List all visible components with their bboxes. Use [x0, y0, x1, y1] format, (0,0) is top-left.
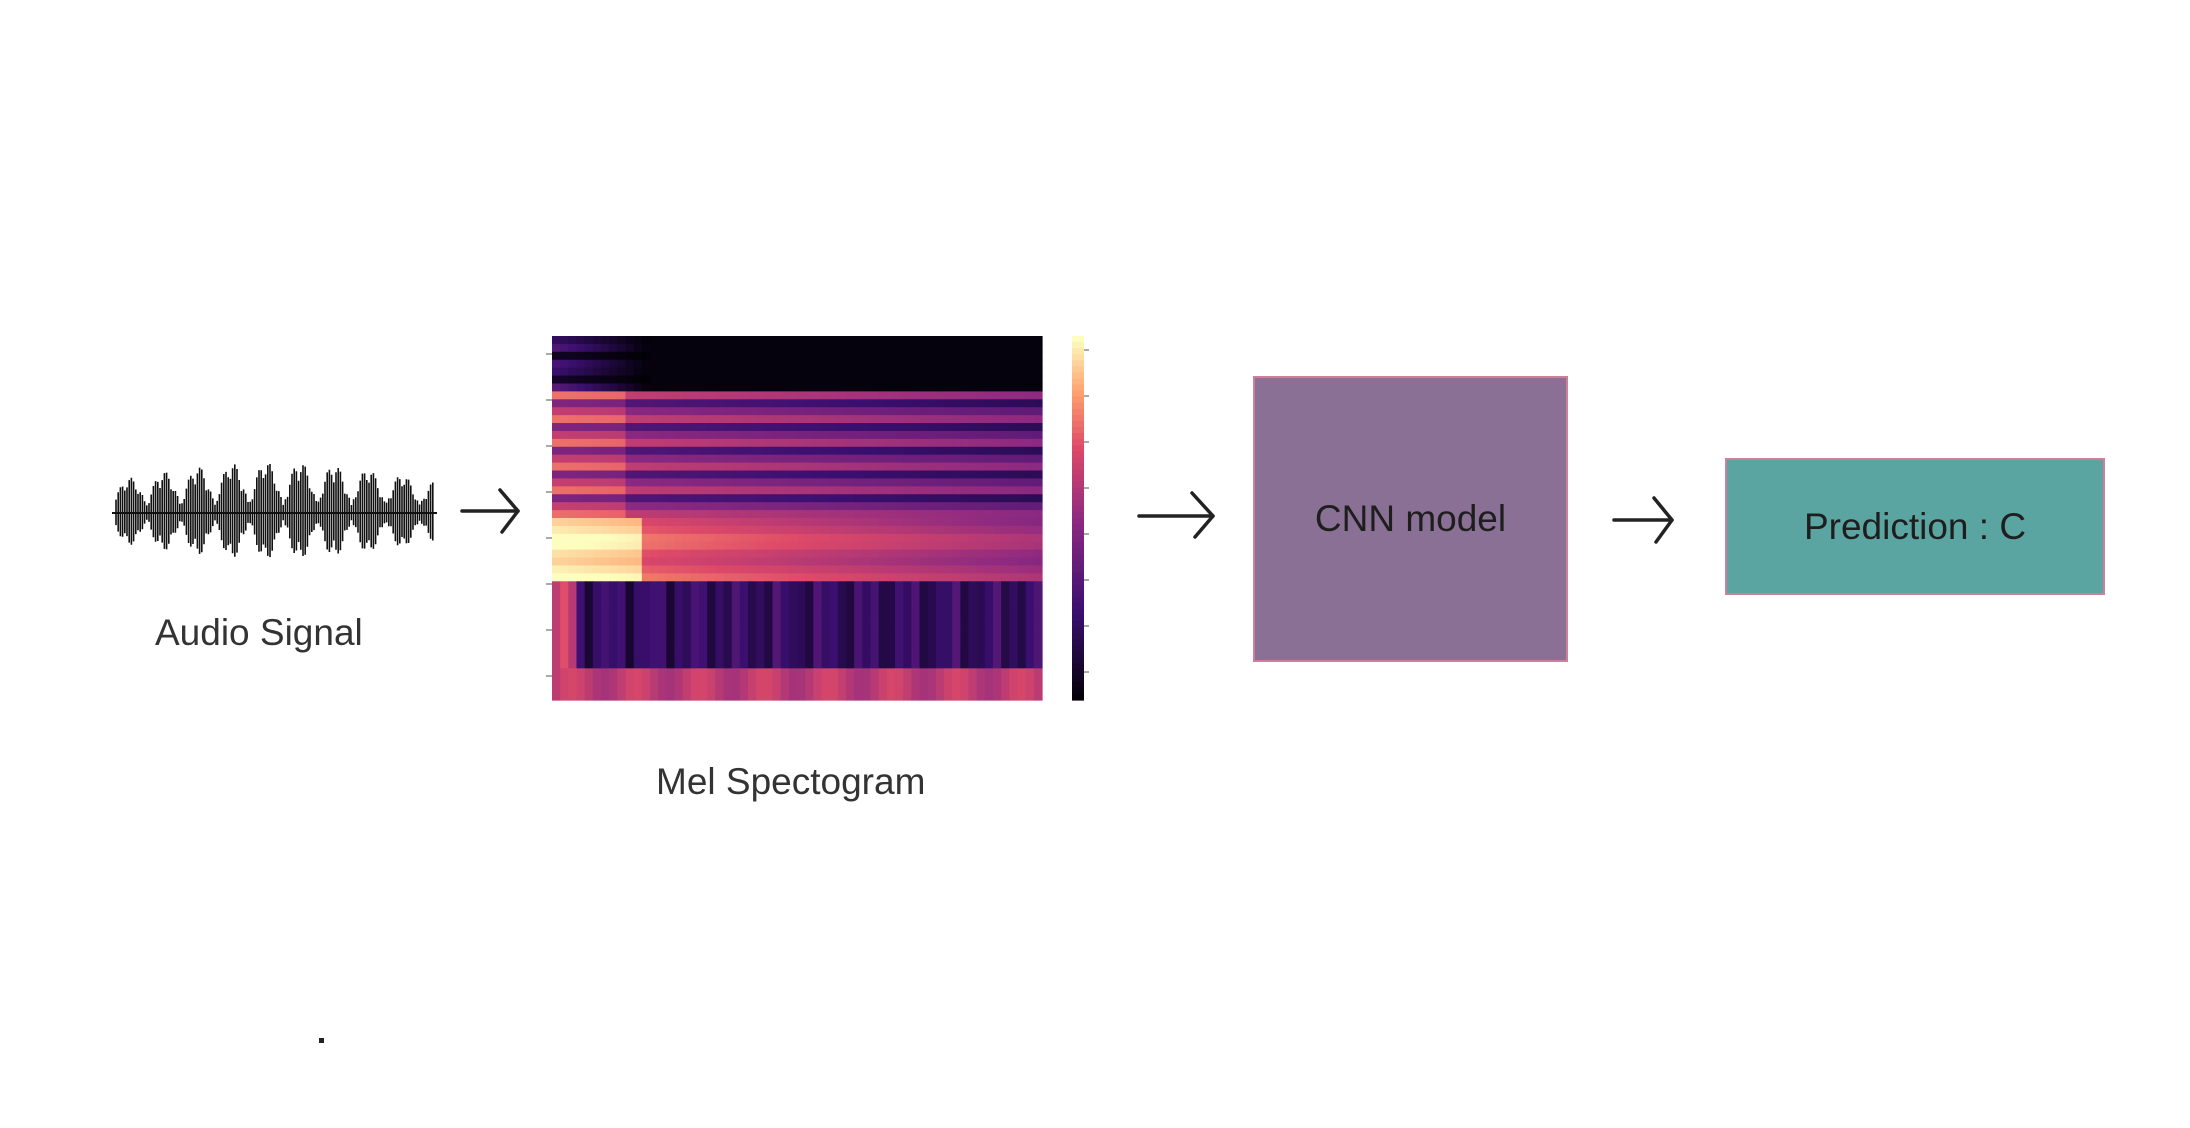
- cnn-model-label: CNN model: [1314, 498, 1507, 539]
- cnn-model-box: CNN model: [1253, 376, 1568, 662]
- waveform-icon: [112, 455, 437, 580]
- arrow-audio-to-spectrogram: [460, 484, 522, 536]
- prediction-box: Prediction : C: [1725, 458, 2105, 595]
- mel-spectrogram-label: Mel Spectogram: [656, 761, 926, 802]
- audio-signal-label: Audio Signal: [155, 612, 363, 653]
- arrow-spectrogram-to-cnn: [1137, 487, 1217, 541]
- prediction-label: Prediction : C: [1803, 505, 2027, 547]
- mel-spectrogram-image: [530, 324, 1100, 729]
- stray-dot: [319, 1038, 324, 1043]
- colorbar: [1072, 336, 1084, 701]
- arrow-cnn-to-prediction: [1612, 492, 1676, 546]
- spectrogram-cells: [552, 336, 1043, 701]
